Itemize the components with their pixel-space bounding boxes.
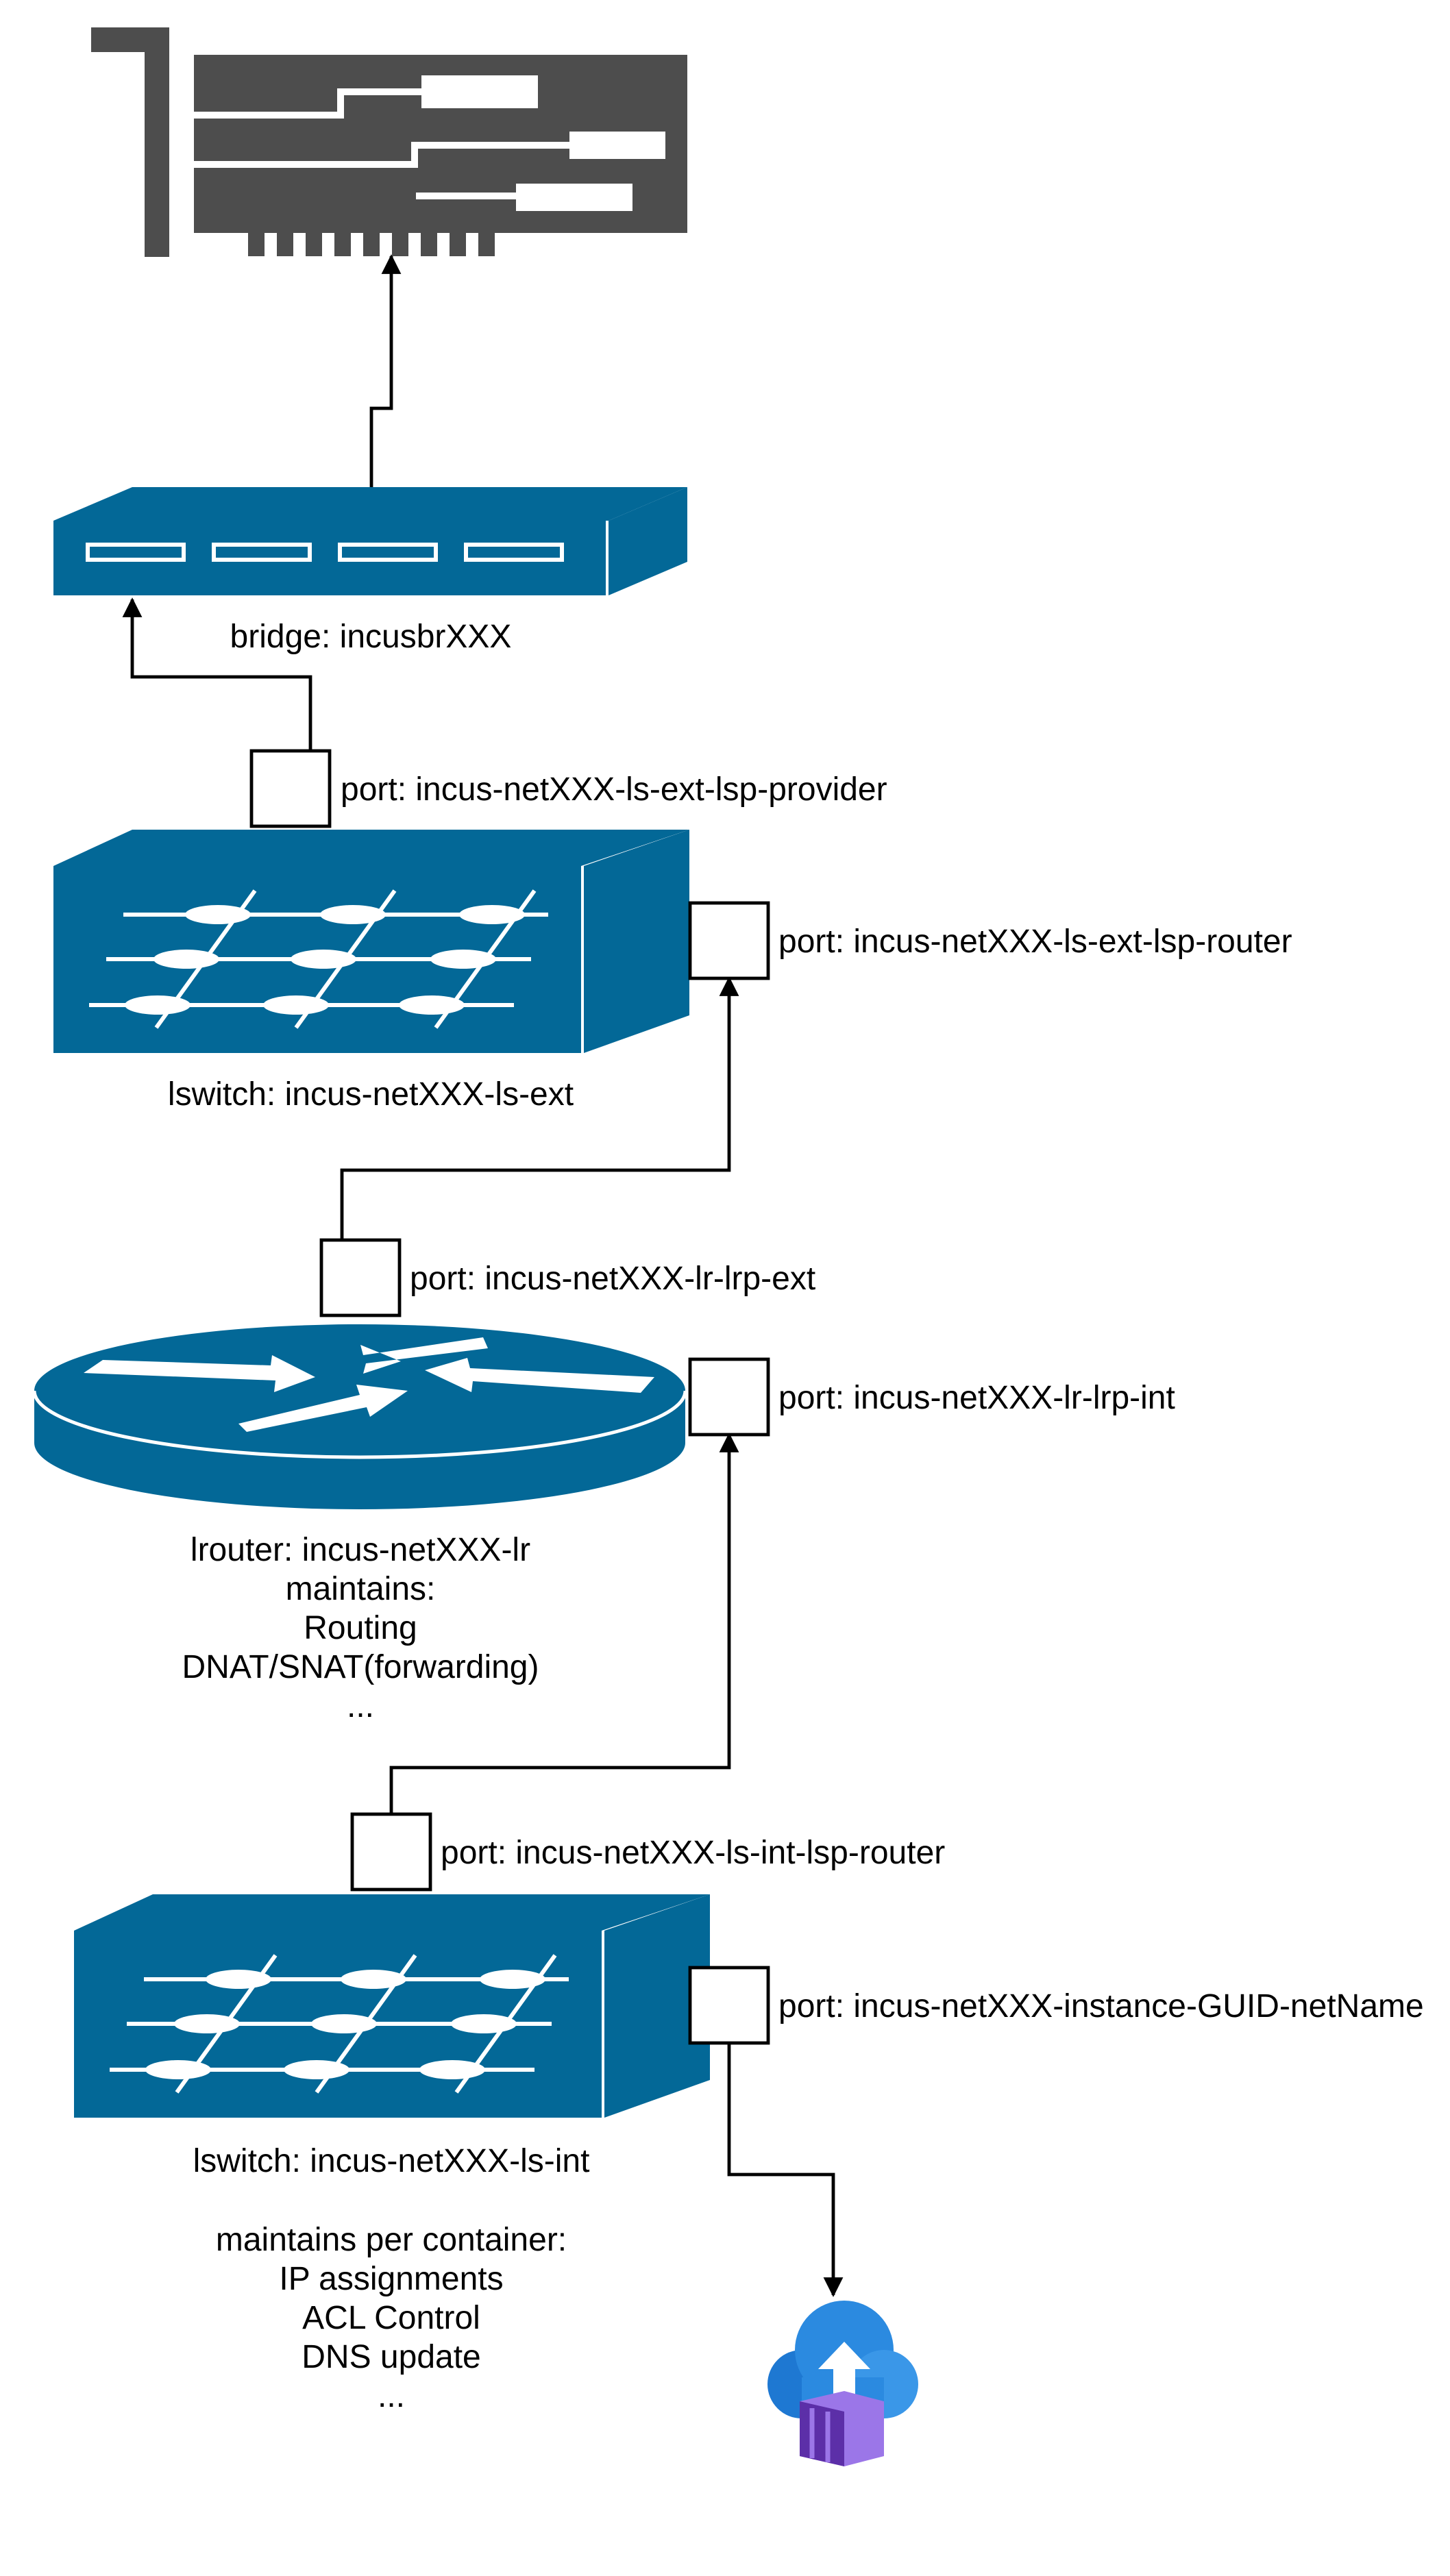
lswitch-ext-label: lswitch: incus-netXXX-ls-ext bbox=[168, 1076, 574, 1113]
network-card-icon bbox=[91, 27, 687, 257]
layer3-switch-icon bbox=[53, 830, 689, 1053]
port-box-lr-int[interactable] bbox=[688, 1357, 770, 1437]
port-label-instance: port: incus-netXXX-instance-GUID-netName bbox=[778, 1988, 1424, 2024]
port-label-lr-int: port: incus-netXXX-lr-lrp-int bbox=[778, 1380, 1175, 1416]
router-icon bbox=[32, 1324, 687, 1509]
lrouter-label-line: lrouter: incus-netXXX-lr bbox=[191, 1532, 530, 1568]
lrouter-label-line: ... bbox=[347, 1688, 374, 1724]
cloud-container-icon bbox=[767, 2301, 918, 2466]
port-box-lr-ext[interactable] bbox=[319, 1238, 402, 1317]
lswitch-int-label: lswitch: incus-netXXX-ls-int bbox=[193, 2143, 590, 2179]
layer3-switch-icon bbox=[74, 1894, 710, 2118]
port-label-int-router: port: incus-netXXX-ls-int-lsp-router bbox=[441, 1835, 945, 1871]
lrouter-label: lrouter: incus-netXXX-lr maintains: Rout… bbox=[182, 1532, 539, 1724]
lrouter-label-line: maintains: bbox=[286, 1571, 436, 1607]
lswitch-int-notes-line: ... bbox=[378, 2378, 405, 2414]
edge-bridge-to-nic bbox=[369, 254, 402, 487]
lswitch-int-notes-line: IP assignments bbox=[279, 2261, 503, 2297]
edge-instance-to-container bbox=[727, 2043, 844, 2297]
lswitch-int-notes-line: maintains per container: bbox=[216, 2222, 567, 2258]
port-box-instance[interactable] bbox=[688, 1966, 770, 2045]
port-label-ext-router: port: incus-netXXX-ls-ext-lsp-router bbox=[778, 924, 1292, 960]
lswitch-int-notes-line: DNS update bbox=[302, 2339, 481, 2375]
edge-lr-ext-to-ext-router bbox=[340, 976, 739, 1240]
port-box-ext-router[interactable] bbox=[688, 901, 770, 980]
lrouter-label-line: Routing bbox=[304, 1610, 417, 1646]
port-label-ext-provider: port: incus-netXXX-ls-ext-lsp-provider bbox=[341, 771, 887, 808]
port-label-lr-ext: port: incus-netXXX-lr-lrp-ext bbox=[410, 1261, 815, 1297]
lswitch-int-notes-line: ACL Control bbox=[302, 2300, 480, 2336]
switch-icon bbox=[53, 487, 687, 595]
lswitch-int-notes: maintains per container: IP assignments … bbox=[216, 2222, 567, 2414]
port-box-int-router[interactable] bbox=[350, 1812, 432, 1892]
port-box-ext-provider[interactable] bbox=[249, 749, 332, 828]
bridge-label: bridge: incusbrXXX bbox=[230, 619, 512, 655]
lrouter-label-line: DNAT/SNAT(forwarding) bbox=[182, 1649, 539, 1685]
edge-ext-provider-to-bridge bbox=[122, 597, 312, 751]
edge-int-router-to-lr-int bbox=[389, 1433, 739, 1814]
